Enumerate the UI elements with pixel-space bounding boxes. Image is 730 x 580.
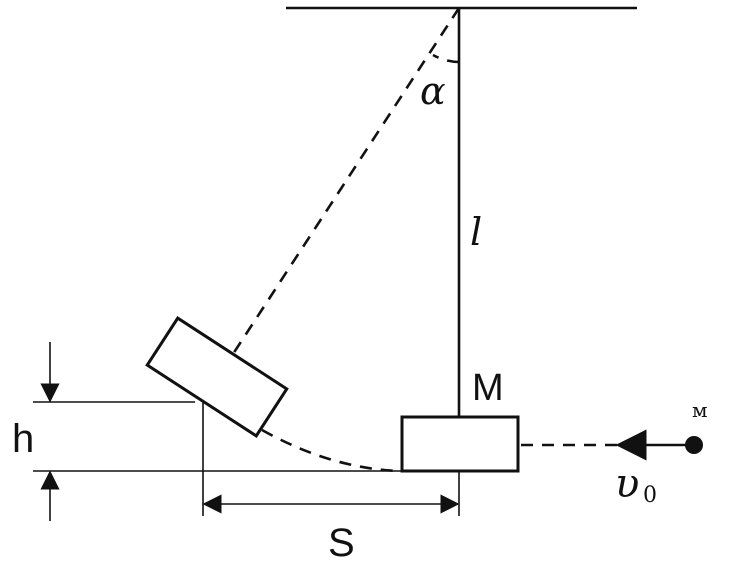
pendulum-string-deflected — [231, 7, 461, 355]
velocity-label: υ — [615, 461, 639, 507]
block-trajectory — [261, 428, 399, 473]
angle-label: α — [420, 69, 446, 113]
length-label: l — [470, 210, 482, 254]
bullet-label: м — [692, 398, 708, 422]
velocity-subscript-label: 0 — [643, 483, 657, 508]
angle-arc — [432, 53, 460, 64]
block-label: M — [472, 367, 504, 409]
height-label: h — [12, 417, 34, 461]
displacement-label: S — [328, 521, 355, 565]
block-at-rest — [400, 415, 520, 473]
block-deflected — [145, 316, 289, 438]
bullet-dot — [685, 436, 703, 454]
